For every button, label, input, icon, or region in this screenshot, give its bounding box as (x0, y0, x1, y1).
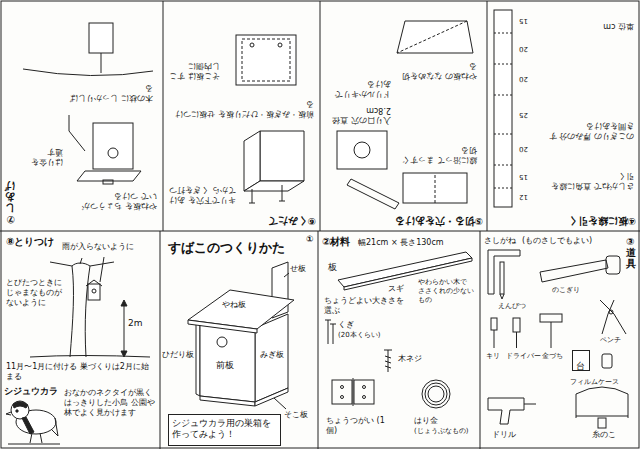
step-panel: ④板に線を引く 12 15 20 25 20 20 15 さしがねで 直角に線を引くのこぎりの … (487, 0, 640, 231)
note-text: やね板の ななめを切る (397, 61, 477, 81)
tool-label: ドリル (492, 430, 516, 440)
part-label: 前板 (216, 360, 234, 371)
tool-label: 金づち (542, 352, 563, 361)
note-text: 入り口の穴 直径2.8cm (325, 105, 391, 125)
part-label: ひだり板 (162, 350, 194, 360)
dimension-number: 15 (519, 172, 528, 181)
step-panel: ③道具台 さしがね (ものさしでもよい) のこぎりえんぴつペンチキリドライバー金づちフ… (480, 232, 640, 449)
dimension-text: 幅21cm × 長さ130cm (358, 238, 444, 248)
step-panel: ⑦しあげ やね板を ちょうつがいで つける はり金を 通す 木の枝に しっかりしばる (0, 0, 163, 231)
part-label: せ板 (290, 264, 306, 274)
dimension-text: 2m (128, 318, 143, 329)
note-text: 前板・みぎ板・ひだり板を せ板につける (174, 99, 314, 119)
dimension-number: 25 (519, 110, 528, 119)
step-panel: ⑤切る・穴をあける 線に沿って まっすぐ切る入り口の穴 直径2.8cm ドリルかキリ… (320, 0, 487, 231)
tool-label: キリ (486, 352, 500, 361)
material-label: はり金 (414, 416, 438, 426)
step-heading: ⑤切る・穴をあける (395, 215, 483, 228)
assembly-drawing (236, 35, 304, 203)
dimension-number: 15 (519, 16, 528, 25)
tool-label: フィルムケース (570, 378, 619, 387)
note-text: おなかのネクタイが黒くはっきりした小鳥 公園や林でよく見かけます (64, 388, 156, 418)
note-text: とびたつときに じゃまなものがないように (6, 278, 68, 308)
step-heading: ③道具 (626, 236, 636, 269)
step-heading: ⑥くみたて (268, 215, 316, 228)
cutting-drawing (337, 21, 473, 209)
note-text: (じょうぶなもの) (414, 427, 468, 436)
bird-name: シジュウカラ (4, 386, 58, 397)
note-text: ドリルかキリで あける (325, 79, 391, 99)
note-text: 木の枝に しっかりしばる (63, 83, 153, 103)
note-text: そこ板は すこし内側に (166, 61, 220, 81)
dimension-number: 20 (519, 144, 528, 153)
tool-label: さしがね (484, 236, 516, 246)
note-text: やわらかい木で ささくれの少ないもの (418, 278, 476, 304)
note-text: キリで下穴を あけてから くぎを打つ (168, 185, 236, 205)
materials-drawing (325, 252, 472, 408)
birdhouse-drawing (188, 262, 294, 409)
step-heading: ⑧とりつけ (6, 236, 54, 249)
caption-box: シジュウカラ用の巣箱を 作ってみよう！ (168, 414, 281, 446)
note-text: のこぎりの 厚みの分 すき間をあける (544, 121, 634, 141)
material-label: スギ (388, 284, 404, 294)
step-heading: ⑦しあげ (5, 181, 15, 225)
note-text: (ものさしでもよい) (522, 236, 592, 246)
step-heading: ④板に線を引く (568, 215, 636, 228)
note-text: (20本くらい) (338, 331, 380, 340)
plank-drawing (494, 10, 512, 207)
dimension-number: 12 (519, 192, 528, 201)
sheet-title: すばこのつくりかた (168, 240, 285, 256)
note-text: 線に沿って まっすぐ切る (397, 145, 477, 165)
note-text: 雨が入らないように (62, 242, 134, 252)
tool-label: のこぎり (552, 286, 580, 295)
step-panel: ②材料板 幅21cm × 長さ130cm スギちょうどよい大きさを選ぶやわらかい木で… (318, 232, 480, 449)
material-label: 木ネジ (398, 354, 422, 364)
step-heading: ① (306, 234, 314, 245)
box-text: シジュウカラ用の巣箱を 作ってみよう！ (172, 418, 276, 441)
part-label: やね板 (222, 300, 246, 310)
tool-label: えんぴつ (498, 302, 526, 311)
tools-drawing (488, 250, 628, 428)
part-label: みぎ板 (260, 350, 284, 360)
step-panel: ① シジュウカラ用の巣箱を 作ってみよう！ せ板やね板ひだり板前板 みぎ板そこ板 (160, 232, 318, 449)
tool-label: ドライバー (506, 352, 541, 361)
upside-down-half: ④板に線を引く 12 15 20 25 20 20 15 さしがねで 直角に線を引くのこぎりの … (0, 0, 640, 231)
top-illustration (0, 0, 640, 231)
note-text: やね板を ちょうつがいで つける (77, 191, 157, 211)
tool-label: 糸のこ (592, 430, 616, 440)
step-heading: ②材料 (322, 236, 350, 249)
finishing-drawing (23, 23, 153, 184)
tree-drawing (30, 257, 150, 357)
dimension-number: 20 (519, 44, 528, 53)
material-label: 板 (328, 262, 337, 273)
note-text: はり金を 通す (23, 147, 63, 167)
note-text: 11月〜1月に付ける 巣づくりは2月に始まる (6, 362, 156, 382)
part-label: そこ板 (284, 410, 308, 420)
step-panel: ⑧とりつけ雨が入らないようにとびたつときに じゃまなものがないように 2m 11月〜… (0, 232, 160, 449)
bird-drawing (6, 401, 60, 444)
material-label: くぎ (338, 320, 354, 330)
note-text: 単位 cm (603, 21, 634, 31)
step-panel: ⑥くみたて キリで下穴を あけてから くぎを打つ 前板・みぎ板・ひだり板を せ板につ… (163, 0, 320, 231)
note-text: さしがねで 直角に線を引く (544, 171, 634, 191)
material-label: ちょうつがい (1個) (326, 416, 386, 436)
box-text: 台 (576, 361, 585, 372)
caption-box: 台 (572, 350, 590, 371)
tool-label: ペンチ (600, 336, 621, 345)
dimension-number: 20 (519, 74, 528, 83)
note-text: ちょうどよい大きさを選ぶ (324, 296, 404, 316)
